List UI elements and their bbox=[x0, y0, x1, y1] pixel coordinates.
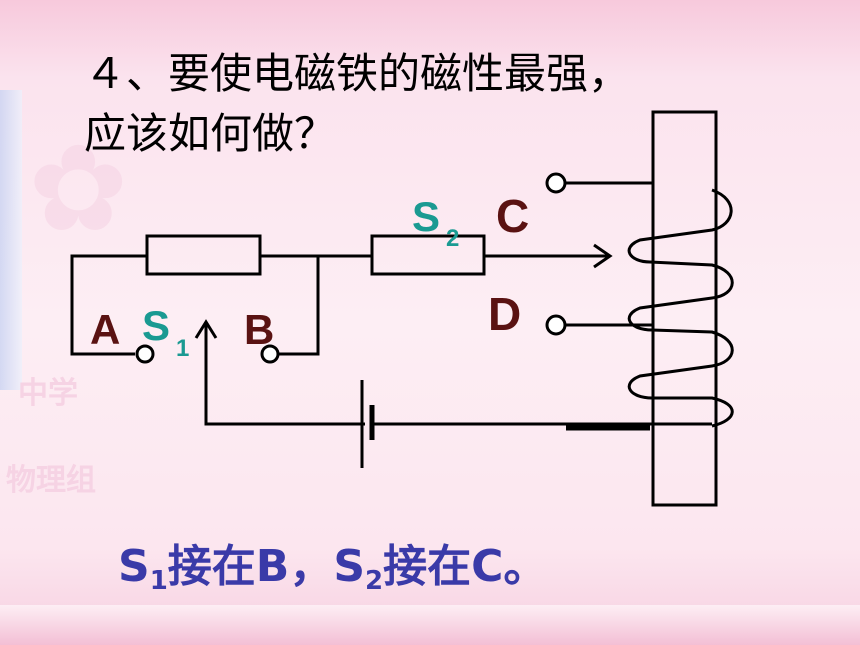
label-s2-subscript: 2 bbox=[446, 225, 459, 252]
label-d: D bbox=[488, 288, 521, 340]
left-decorative-stripe bbox=[0, 90, 22, 390]
wire-left-loop bbox=[70, 254, 147, 356]
answer-s2-letter: S bbox=[333, 541, 366, 592]
terminal-b bbox=[260, 344, 280, 364]
label-b: B bbox=[244, 306, 274, 353]
resistor-1 bbox=[145, 234, 262, 276]
answer-part-2: 接在C。 bbox=[383, 541, 548, 592]
s2-arrowhead bbox=[593, 243, 613, 269]
resistor-2 bbox=[370, 234, 486, 276]
answer-s1-letter: S bbox=[118, 541, 150, 592]
label-a: A bbox=[90, 306, 120, 353]
coil-winding bbox=[627, 188, 734, 428]
question-line-2: 应该如何做？ bbox=[84, 109, 337, 158]
watermark-school: 中学 bbox=[18, 376, 78, 411]
answer-part-1: 接在B， bbox=[167, 541, 334, 592]
label-c: C bbox=[496, 190, 529, 242]
answer-text: S1接在B，S2接在C。 bbox=[118, 530, 547, 596]
label-s2-letter: S bbox=[412, 193, 440, 240]
terminal-d bbox=[545, 314, 567, 336]
s1-arrowhead bbox=[194, 319, 218, 339]
terminal-a bbox=[135, 344, 155, 364]
background-watermark-glyph: ✿ bbox=[28, 120, 129, 259]
label-s1-letter: S bbox=[142, 302, 170, 349]
answer-s2-subscript: 2 bbox=[365, 566, 384, 596]
question-line-1: ４、要使电磁铁的磁性最强， bbox=[84, 49, 631, 98]
wire-junction-to-b bbox=[278, 256, 320, 356]
terminal-c bbox=[545, 172, 567, 194]
wire-s1-arrow bbox=[204, 322, 365, 426]
answer-s1-subscript: 1 bbox=[149, 566, 168, 596]
label-s1-subscript: 1 bbox=[176, 335, 189, 362]
iron-core bbox=[651, 110, 718, 507]
watermark-group: 物理组 bbox=[6, 463, 96, 498]
bottom-decorative-band bbox=[0, 605, 860, 645]
